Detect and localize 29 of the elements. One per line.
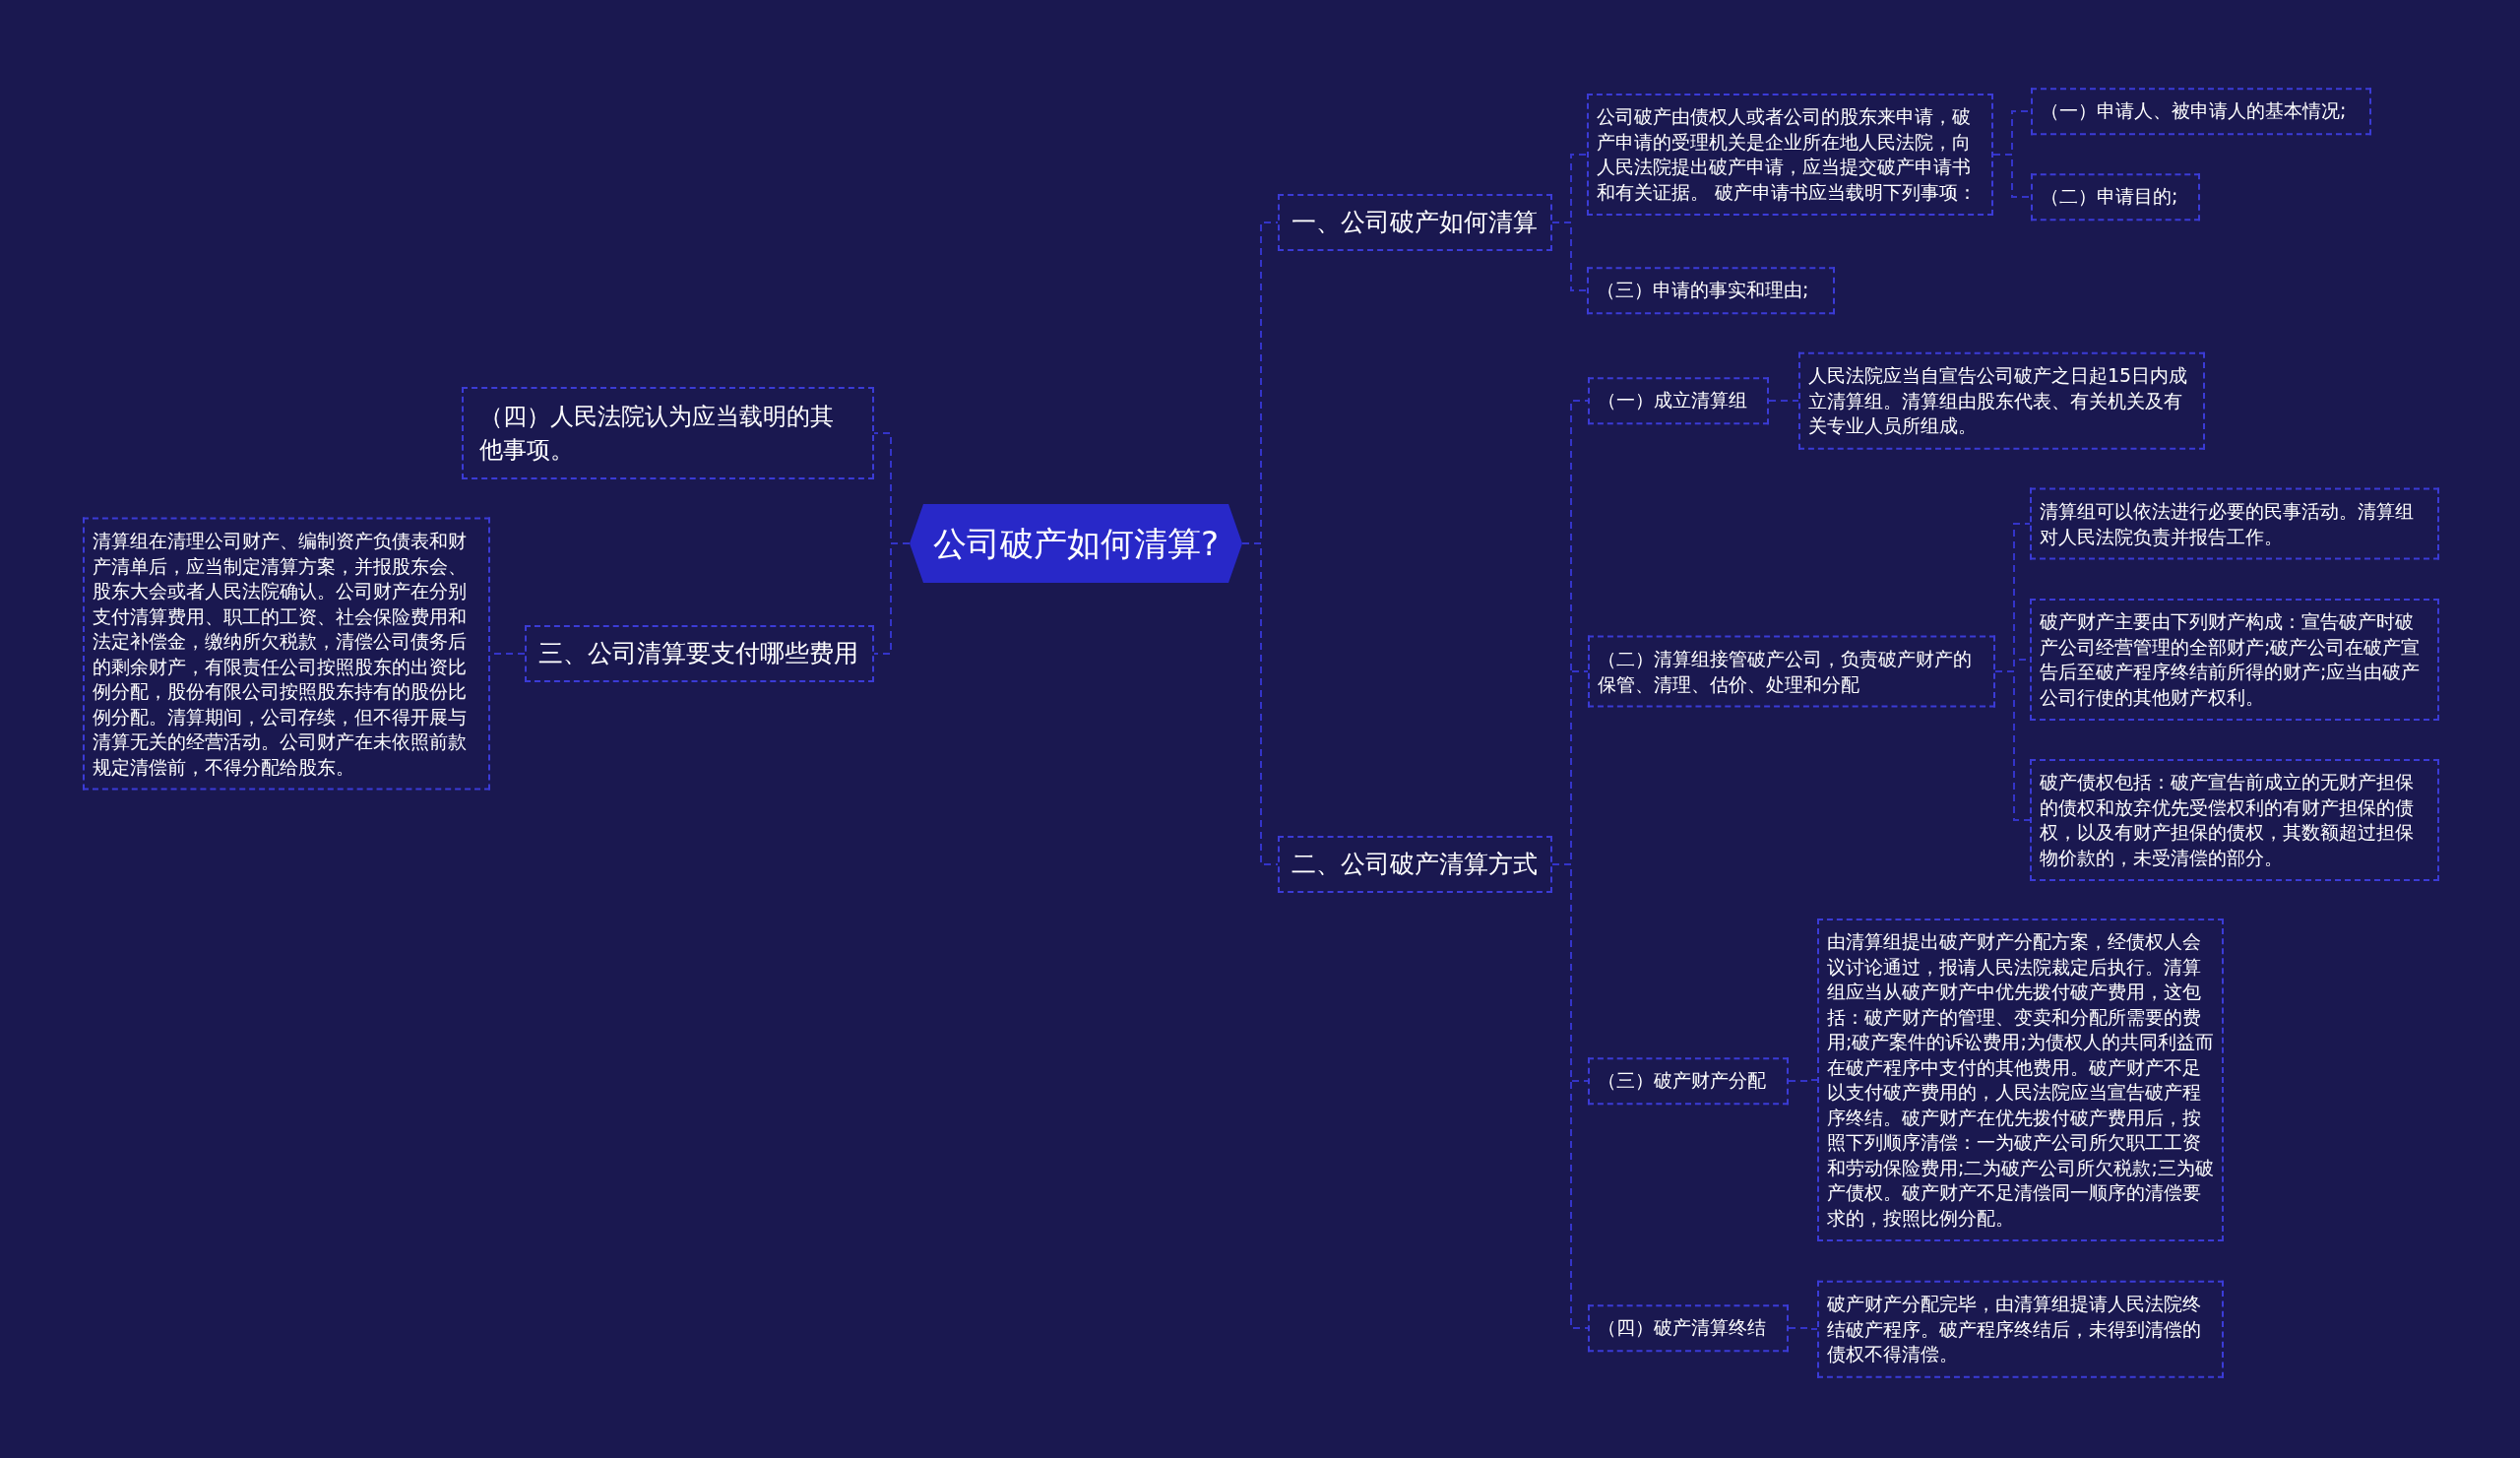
branch-line [1241, 542, 1279, 865]
topic-box: 一、公司破产如何清算 [1278, 194, 1552, 251]
branch-line [1551, 863, 1589, 1329]
topic-box: （一）申请人、被申请人的基本情况; [2031, 88, 2371, 135]
text-box: 破产财产分配完毕，由清算组提请人民法院终结破产程序。破产程序终结后，未得到清偿的债权不得清偿。 [1817, 1280, 2224, 1378]
topic-box: 三、公司清算要支付哪些费用 [525, 625, 874, 682]
topic-box: （四）人民法院认为应当载明的其他事项。 [462, 387, 874, 479]
topic-box: （二）申请目的; [2031, 173, 2200, 221]
text-box: 清算组在清理公司财产、编制资产负债表和财产清单后，应当制定清算方案，并报股东会、股东大会或者人民法院确认。公司财产在分别支付清算费用、职工的工资、社会保险费用和法定补偿金，缴纳所欠税款，清偿公司债务后的剩余财产，有限责任公司按照股东的出资比例分配，股份有限公司按照股东持有的股份比例分配。清算期间，公司存续，但不得开展与清算无关的经营活动。公司财产在未依照前款规定清偿前，不得分配给股东。 [83, 517, 490, 791]
branch-line [1788, 1327, 1818, 1330]
topic-box: （四）破产清算终结 [1588, 1304, 1789, 1352]
branch-line [873, 542, 911, 655]
topic-box: （三）破产财产分配 [1588, 1057, 1789, 1105]
branch-line [1551, 222, 1588, 291]
branch-line [1768, 400, 1799, 402]
topic-box: （一）成立清算组 [1588, 377, 1769, 424]
central-topic: 公司破产如何清算? [910, 504, 1242, 583]
text-box: 破产债权包括：破产宣告前成立的无财产担保的债权和放弃优先受偿权利的有财产担保的债权，以及有财产担保的债权，其数额超过担保物价款的，未受清偿的部分。 [2030, 759, 2439, 881]
branch-line [1992, 154, 2032, 198]
text-box: 人民法院应当自宣告公司破产之日起15日内成立清算组。清算组由股东代表、有关机关及有关专业人员所组成。 [1798, 351, 2205, 450]
topic-box: （三）申请的事实和理由; [1587, 267, 1835, 314]
text-box: 清算组可以依法进行必要的民事活动。清算组对人民法院负责并报告工作。 [2030, 487, 2439, 560]
branch-line [1788, 1079, 1818, 1082]
text-box: 破产财产主要由下列财产构成：宣告破产时破产公司经营管理的全部财产;破产公司在破产宣告后至破产程序终结前所得的财产;应当由破产公司行使的其他财产权利。 [2030, 599, 2439, 721]
text-box: 公司破产由债权人或者公司的股东来申请，破产申请的受理机关是企业所在地人民法院，向人民法院提出破产申请，应当提交破产申请书和有关证据。 破产申请书应当载明下列事项： [1587, 94, 1993, 216]
topic-box: （二）清算组接管破产公司，负责破产财产的保管、清理、估价、处理和分配 [1588, 635, 1995, 708]
text-box: 由清算组提出破产财产分配方案，经债权人会议讨论通过，报请人民法院裁定后执行。清算组应当从破产财产中优先拨付破产费用，这包括：破产财产的管理、变卖和分配所需要的费用;破产案件的诉讼费用;为债权人的共同利益而在破产程序中支付的其他费用。破产财产不足以支付破产费用的，人民法院应当宣告破产程序终结。破产财产在优先拨付破产费用后，按照下列顺序清偿：一为破产公司所欠职工工资和劳动保险费用;二为破产公司所欠税款;三为破产债权。破产财产不足清偿同一顺序的清偿要求的，按照比例分配。 [1817, 919, 2224, 1241]
branch-line [1994, 670, 2031, 821]
topic-box: 二、公司破产清算方式 [1278, 836, 1552, 893]
